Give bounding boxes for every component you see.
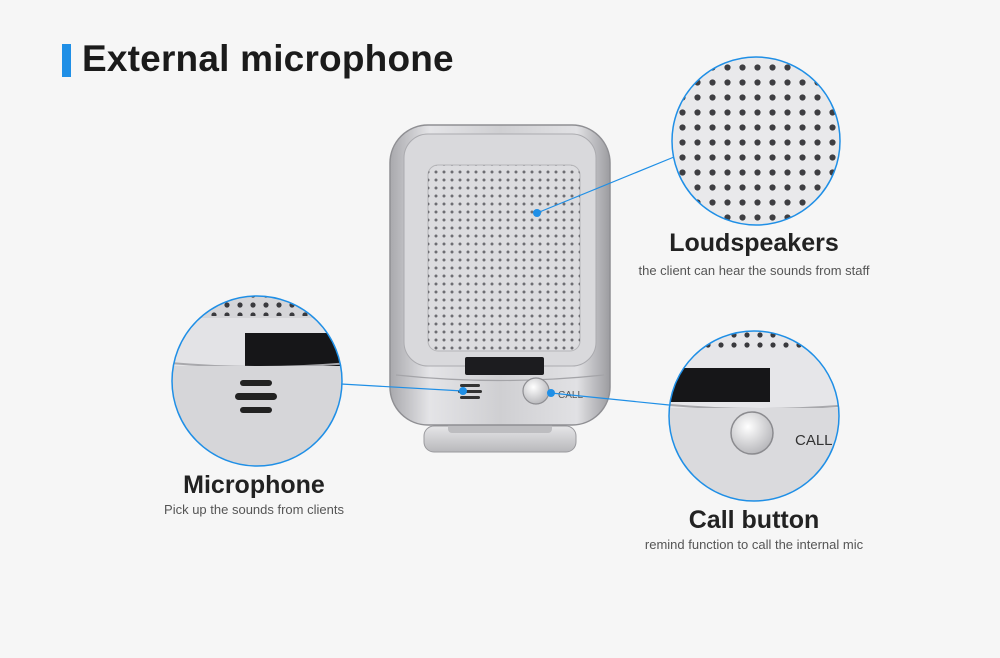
device-call-button <box>522 377 550 405</box>
call-button-leader-line <box>550 392 670 406</box>
device-mic-holes <box>458 384 482 399</box>
zoom-call-label: CALL <box>795 432 833 449</box>
loudspeakers-title: Loudspeakers <box>669 229 839 257</box>
zoom-microphone <box>171 295 343 467</box>
display-window <box>465 357 544 375</box>
loudspeaker-leader-line <box>536 156 675 214</box>
title-accent-bar <box>62 44 71 77</box>
zoom-call-button: CALL <box>668 330 840 502</box>
callout-lines <box>340 156 675 406</box>
microphone-description: Pick up the sounds from clients <box>164 502 344 517</box>
page-title: External microphone <box>82 38 454 79</box>
call-button-description: remind function to call the internal mic <box>644 537 864 552</box>
loudspeakers-description: the client can hear the sounds from staf… <box>638 263 870 278</box>
device-body: CALL <box>389 124 611 426</box>
microphone-leader-line <box>340 383 464 392</box>
speaker-grille <box>428 165 580 351</box>
microphone-title: Microphone <box>183 471 325 499</box>
call-button-title: Call button <box>688 506 820 534</box>
callout-dots <box>459 209 555 397</box>
zoom-loudspeaker <box>671 56 841 226</box>
